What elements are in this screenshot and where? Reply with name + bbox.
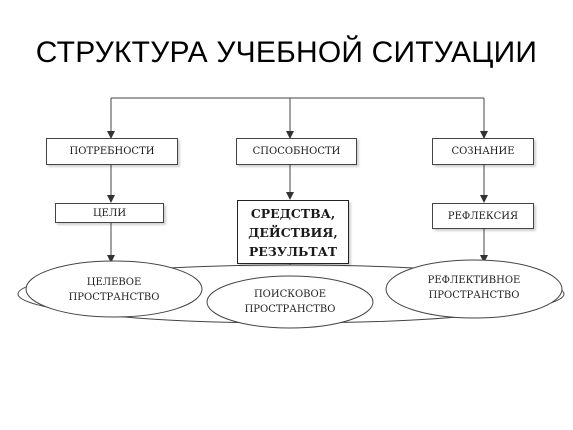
- reflective-space-line-1: РЕФЛЕКТИВНОЕ: [427, 275, 521, 286]
- means-box: СРЕДСТВА, ДЕЙСТВИЯ, РЕЗУЛЬТАТ: [237, 200, 349, 264]
- search-space-line-2: ПРОСТРАНСТВО: [244, 304, 336, 315]
- means-line-1: СРЕДСТВА,: [250, 205, 336, 221]
- slide-title: СТРУКТУРА УЧЕБНОЙ СИТУАЦИИ: [35, 36, 538, 69]
- means-line-3: РЕЗУЛЬТАТ: [248, 243, 338, 259]
- consciousness-label: СОЗНАНИЕ: [451, 146, 515, 157]
- needs-box: ПОТРЕБНОСТИ: [46, 138, 178, 165]
- target-space-line-1: ЦЕЛЕВОЕ: [86, 277, 142, 288]
- search-space-line-1: ПОИСКОВОЕ: [253, 289, 327, 300]
- search-space-label: ПОИСКОВОЕ ПРОСТРАНСТВО: [220, 287, 360, 317]
- target-space-line-2: ПРОСТРАНСТВО: [68, 292, 160, 303]
- consciousness-box: СОЗНАНИЕ: [432, 138, 534, 165]
- means-line-2: ДЕЙСТВИЯ,: [248, 224, 338, 240]
- reflective-space-ellipse: [385, 259, 563, 319]
- goals-box: ЦЕЛИ: [55, 203, 164, 223]
- reflection-box: РЕФЛЕКСИЯ: [432, 203, 534, 229]
- needs-label: ПОТРЕБНОСТИ: [69, 146, 155, 157]
- target-space-ellipse: [25, 260, 203, 318]
- abilities-label: СПОСОБНОСТИ: [252, 146, 341, 157]
- reflective-space-line-2: ПРОСТРАНСТВО: [428, 290, 520, 301]
- search-space-ellipse: [206, 275, 374, 329]
- target-space-label: ЦЕЛЕВОЕ ПРОСТРАНСТВО: [44, 275, 184, 305]
- goals-label: ЦЕЛИ: [92, 207, 127, 219]
- reflective-space-label: РЕФЛЕКТИВНОЕ ПРОСТРАНСТВО: [404, 273, 544, 303]
- abilities-box: СПОСОБНОСТИ: [236, 138, 357, 165]
- reflection-label: РЕФЛЕКСИЯ: [447, 210, 519, 222]
